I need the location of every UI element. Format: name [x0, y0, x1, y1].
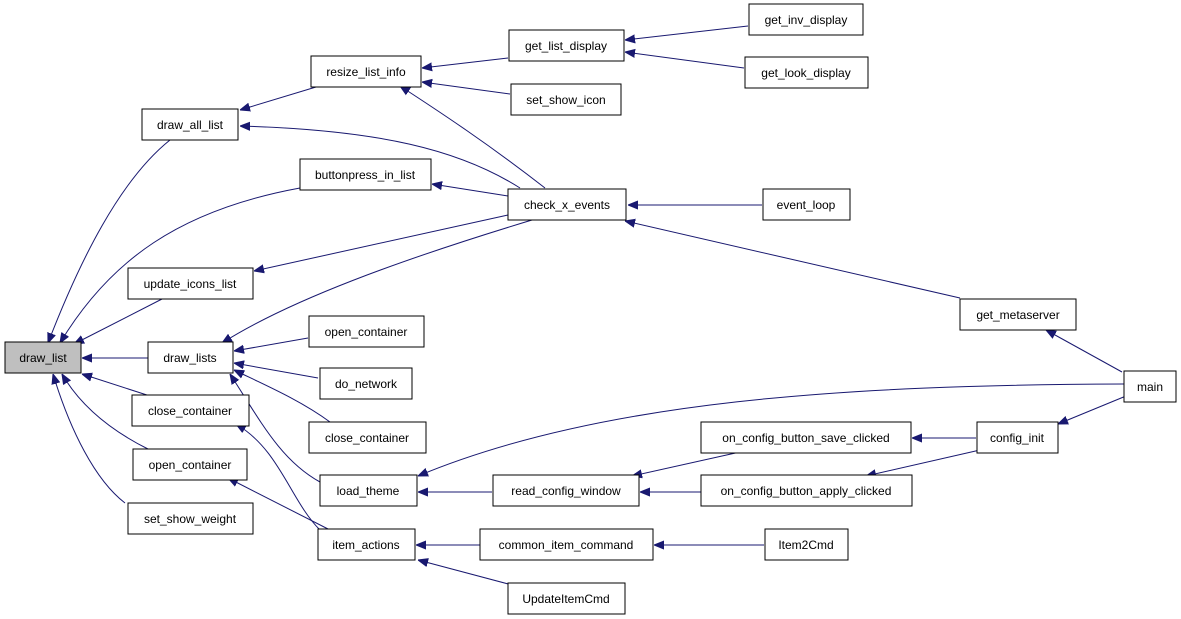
node-draw_all_list[interactable]: draw_all_list	[141, 108, 239, 141]
node-update_icons_list[interactable]: update_icons_list	[127, 267, 254, 300]
node-get_inv_display[interactable]: get_inv_display	[748, 3, 864, 36]
node-check_x_events[interactable]: check_x_events	[507, 188, 627, 221]
node-label: open_container	[149, 458, 232, 472]
node-label: get_metaserver	[976, 308, 1059, 322]
node-label: close_container	[325, 431, 409, 445]
node-load_theme[interactable]: load_theme	[319, 474, 418, 507]
node-label: draw_all_list	[157, 118, 224, 132]
node-label: on_config_button_apply_clicked	[721, 484, 892, 498]
edge-UpdateItemCmd-to-item_actions	[418, 560, 513, 586]
edge-get_metaserver-to-check_x_events	[625, 221, 961, 299]
node-label: update_icons_list	[144, 277, 237, 291]
node-close_container[interactable]: close_container	[131, 394, 250, 427]
node-open_container[interactable]: open_container	[132, 448, 248, 481]
edge-check_x_events-to-draw_all_list	[240, 126, 521, 189]
nodes: draw_list draw_all_list buttonpress_in_l…	[4, 3, 1177, 615]
node-on_config_button_save_clicked[interactable]: on_config_button_save_clicked	[700, 421, 912, 454]
node-read_config_window[interactable]: read_config_window	[492, 474, 640, 507]
edge-main-to-load_theme	[418, 383, 1125, 476]
node-label: open_container	[325, 325, 408, 339]
node-item_actions[interactable]: item_actions	[317, 528, 416, 561]
node-label: buttonpress_in_list	[315, 168, 416, 182]
edge-do_network-to-draw_lists	[234, 363, 319, 379]
node-close_container-2[interactable]: close_container	[308, 421, 427, 454]
edge-main-to-get_metaserver	[1046, 330, 1123, 373]
node-get_look_display[interactable]: get_look_display	[744, 56, 869, 89]
node-label: on_config_button_save_clicked	[722, 431, 889, 445]
node-label: event_loop	[777, 198, 836, 212]
node-label: Item2Cmd	[778, 538, 833, 552]
edge-check_x_events-to-update_icons_list	[254, 214, 509, 271]
node-on_config_button_apply_clicked[interactable]: on_config_button_apply_clicked	[700, 474, 913, 507]
edge-config_init-to-on_config_button_apply_clicked	[866, 449, 981, 476]
edge-set_show_weight-to-draw_list	[53, 374, 126, 504]
node-UpdateItemCmd[interactable]: UpdateItemCmd	[507, 582, 626, 615]
node-label: main	[1137, 380, 1163, 394]
node-common_item_command[interactable]: common_item_command	[479, 528, 654, 561]
node-label: draw_lists	[163, 351, 216, 365]
node-buttonpress_in_list[interactable]: buttonpress_in_list	[299, 158, 432, 191]
node-open_container-2[interactable]: open_container	[308, 315, 425, 348]
node-label: do_network	[335, 377, 398, 391]
node-set_show_weight[interactable]: set_show_weight	[127, 502, 254, 535]
edge-check_x_events-to-draw_lists	[222, 219, 533, 343]
node-label: get_list_display	[525, 39, 607, 53]
edge-buttonpress_in_list-to-draw_list	[60, 187, 301, 343]
node-label: set_show_icon	[526, 93, 605, 107]
node-label: get_look_display	[761, 66, 850, 80]
edge-get_inv_display-to-get_list_display	[625, 25, 749, 40]
edge-check_x_events-to-buttonpress_in_list	[432, 184, 509, 197]
edge-item_actions-to-open_container_1	[228, 478, 331, 531]
edges	[48, 25, 1127, 586]
node-resize_list_info[interactable]: resize_list_info	[310, 55, 422, 88]
edge-on_config_button_save_clicked-to-read_config_window	[632, 451, 741, 476]
node-Item2Cmd[interactable]: Item2Cmd	[764, 528, 849, 561]
edge-check_x_events-to-resize_list_info	[400, 86, 546, 189]
node-label: draw_list	[19, 351, 67, 365]
edge-item_actions-to-close_container_1	[236, 424, 321, 531]
edge-open_container_1-to-draw_list	[62, 374, 149, 450]
node-get_metaserver[interactable]: get_metaserver	[959, 298, 1077, 331]
node-label: load_theme	[337, 484, 400, 498]
node-label: UpdateItemCmd	[522, 592, 609, 606]
edge-update_icons_list-to-draw_list	[74, 298, 163, 344]
node-config_init[interactable]: config_init	[976, 421, 1059, 454]
node-draw_lists[interactable]: draw_lists	[147, 341, 234, 374]
edge-resize_list_info-to-draw_all_list	[240, 86, 317, 110]
edge-get_look_display-to-get_list_display	[625, 52, 745, 69]
node-label: config_init	[990, 431, 1045, 445]
edge-close_container_1-to-draw_list	[82, 374, 151, 397]
node-label: read_config_window	[511, 484, 621, 498]
edge-draw_all_list-to-draw_list	[48, 139, 171, 343]
node-label: close_container	[148, 404, 232, 418]
node-set_show_icon[interactable]: set_show_icon	[510, 83, 622, 116]
edge-load_theme-to-draw_lists	[230, 374, 321, 483]
node-main[interactable]: main	[1123, 370, 1177, 403]
node-label: check_x_events	[524, 198, 610, 212]
node-label: common_item_command	[499, 538, 634, 552]
node-get_list_display[interactable]: get_list_display	[508, 29, 625, 62]
node-label: resize_list_info	[326, 65, 406, 79]
node-label: item_actions	[332, 538, 399, 552]
edge-close_container_2-to-draw_lists	[234, 370, 331, 423]
edge-open_container_2-to-draw_lists	[234, 337, 309, 351]
node-label: get_inv_display	[765, 13, 848, 27]
edge-main-to-config_init	[1058, 395, 1127, 424]
node-do_network[interactable]: do_network	[319, 367, 413, 400]
node-label: set_show_weight	[144, 512, 237, 526]
node-event_loop[interactable]: event_loop	[762, 188, 851, 221]
node-draw_list[interactable]: draw_list	[4, 341, 82, 374]
edge-get_list_display-to-resize_list_info	[422, 57, 509, 68]
edge-set_show_icon-to-resize_list_info	[422, 82, 511, 95]
